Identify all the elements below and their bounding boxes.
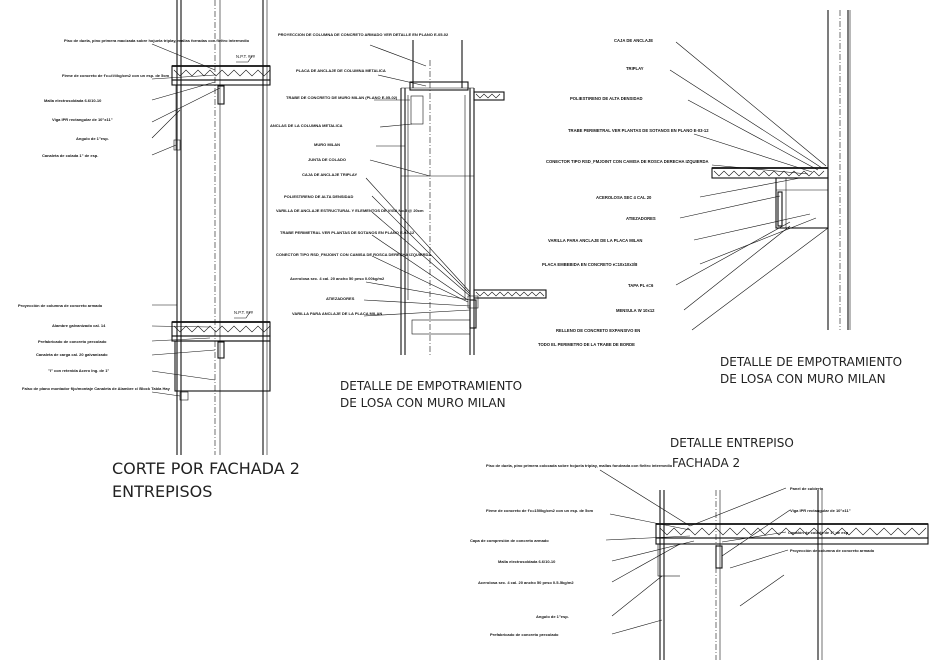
label-acerolosa-3: Acerolosa sec. 4 cal. 20 ancho 50 peso 0… — [478, 580, 574, 585]
detail4-leaders — [599, 469, 791, 635]
label-varilla-placa-2: VARILLA PARA ANCLAJE DE LA PLACA MILAN — [548, 238, 642, 243]
label-prefabricado: Prefabricado de concreto precolado — [38, 339, 107, 344]
label-varilla-anclaje: VARILLA DE ANCLAJE ESTRUCTURAL Y ELEMENT… — [276, 208, 424, 213]
label-caja-triplay: CAJA DE ANCLAJE TRIPLAY — [302, 172, 357, 177]
label-caja-anclaje: CAJA DE ANCLAJE — [614, 38, 653, 43]
detail4-labels: Piso de duela, pino primera colocada sob… — [470, 463, 875, 637]
label-relleno: RELLENO DE CONCRETO EXPANSIVO EN — [556, 328, 640, 333]
label-panel-cubierta: Panel de cubierta — [790, 486, 824, 491]
title-corte-fachada: CORTE POR FACHADA 2 — [112, 459, 300, 478]
label-anclas: ANCLAS DE LA COLUMNA METALICA — [270, 123, 343, 128]
label-malla: Malla electrosoldada 6.6/10-10 — [44, 98, 102, 103]
label-atiezadores: ATIEZADORES — [326, 296, 355, 301]
title-empotramiento-1: DETALLE DE EMPOTRAMIENTO — [340, 379, 522, 393]
label-perimetro: TODO EL PERIMETRO DE LA TRABE DE BORDE — [538, 342, 635, 347]
label-trabe-concreto: TRABE DE CONCRETO DE MURO MILAN (PLANO E… — [286, 95, 398, 100]
label-retenida: "I" con retenida Acero Ing. de 1" — [48, 368, 109, 373]
detail2-labels: PROYECCION DE COLUMNA DE CONCRETO ARMADO… — [270, 32, 449, 316]
title-losa-milan-2: DE LOSA CON MURO MILAN — [720, 372, 886, 386]
label-trabe-perimetral-2: TRABE PERIMETRAL VER PLANTAS DE SOTANOS … — [568, 128, 709, 133]
label-poliestireno: POLIESTIRENO DE ALTA DENSIDAD — [284, 194, 353, 199]
level-mark-bottom: N.P.T. ### — [234, 310, 254, 315]
top-slab: N.P.T. ### — [171, 54, 271, 151]
title-detalle-entrepiso: DETALLE ENTREPISO — [670, 436, 794, 450]
label-atiezadores-2: ATIEZADORES — [626, 216, 656, 221]
label-trabe-perimetral: TRABE PERIMETRAL VER PLANTAS DE SOTANOS … — [280, 230, 415, 235]
detail1-labels: Piso de duela, pino primera macizada sob… — [18, 38, 250, 391]
title-losa-milan-1: DE LOSA CON MURO MILAN — [340, 396, 506, 410]
detail3-labels: CAJA DE ANCLAJE TRIPLAY POLIESTIRENO DE … — [538, 38, 709, 347]
bottom-slab: N.P.T. ### — [171, 310, 271, 401]
label-malla-2: Malla electrosoldada 6.6/10-10 — [498, 559, 556, 564]
label-tapa: TAPA PL e=6 — [628, 283, 654, 288]
label-poliestireno-2: POLIESTIRENO DE ALTA DENSIDAD — [570, 96, 643, 101]
label-acerolosa-2: ACEROLOSA SEC 4 CAL 20 — [596, 195, 652, 200]
label-viga-ipr-2: Viga IPR rectangular de 10"x11" — [790, 508, 851, 513]
label-placa-anclaje: PLACA DE ANCLAJE DE COLUMNA METALICA — [296, 68, 386, 73]
label-angulo-2: Angulo de 1"esp. — [536, 614, 569, 619]
detail-entrepiso-fachada: Piso de duela, pino primera colocada sob… — [470, 436, 929, 660]
label-piso-duela: Piso de duela, pino primera macizada sob… — [64, 38, 250, 43]
detail-empotramiento-right: CAJA DE ANCLAJE TRIPLAY POLIESTIRENO DE … — [538, 10, 902, 386]
label-prefabricado-2: Prefabricado de concreto precolado — [490, 632, 559, 637]
label-firme-concreto: Firme de concreto de f'c=###kg/cm2 con u… — [62, 73, 170, 78]
label-conector-2: CONECTOR TIPO RSD_FMJOINT CON CAMISA DE … — [546, 159, 709, 164]
label-placa-embebida: PLACA EMBEBIDA EN CONCRETO e=10x10x3/8 — [542, 262, 638, 267]
title-empotramiento-2: DETALLE DE EMPOTRAMIENTO — [720, 355, 902, 369]
label-angulo: Angulo de 1"esp. — [76, 136, 109, 141]
title-entrepisos: ENTREPISOS — [112, 482, 212, 501]
label-junta-colado: JUNTA DE COLADO — [308, 157, 346, 162]
label-proyeccion-columna-2: PROYECCION DE COLUMNA DE CONCRETO ARMADO… — [278, 32, 449, 37]
label-triplay: TRIPLAY — [626, 66, 644, 71]
detail3-leaders — [669, 41, 829, 331]
label-canalon: Canalón de colada de 1" de esp — [788, 530, 849, 535]
label-muro-milan: MURO MILAN — [314, 142, 340, 147]
label-capa-compresion: Capa de compresión de concreto armado — [470, 538, 549, 543]
title-fachada-2: FACHADA 2 — [672, 456, 740, 470]
detail-corte-fachada: N.P.T. ### N.P.T. ### — [18, 0, 300, 501]
label-conector: CONECTOR TIPO RSD_FMJOINT CON CAMISA DE … — [276, 252, 431, 257]
detail1-leaders — [151, 43, 221, 397]
level-mark-top: N.P.T. ### — [236, 54, 256, 59]
label-mensula: MENSULA W 10x12 — [616, 308, 655, 313]
label-firme-concreto-2: Firme de concreto de f'c=150kg/cm2 con u… — [486, 508, 594, 513]
label-varilla-placa: VARILLA PARA ANCLAJE DE LA PLACA MILAN — [292, 311, 382, 316]
label-viga-ipr: Viga IPR rectangular de 10"x11" — [52, 117, 113, 122]
label-proyeccion-columna: Proyección de columna de concreto armado — [18, 303, 103, 308]
label-acerolosa: Acerolosa sec. 4 cal. 20 ancho 50 peso 0… — [290, 276, 385, 281]
label-alambre: Alambre galvanizado cal. 14 — [52, 323, 106, 328]
label-canaleta-carga: Canaleta de carga cal. 20 galvanizado — [36, 352, 108, 357]
label-proyeccion-columna-3: Proyección de columna de concreto armado — [790, 548, 875, 553]
detail-empotramiento-center: PROYECCION DE COLUMNA DE CONCRETO ARMADO… — [270, 32, 547, 410]
label-falso-plano: Falso de plano montador fijo/montaje Can… — [22, 386, 171, 391]
detail2-leaders — [363, 44, 471, 317]
label-canaleta-colada: Canaleta de colada 1" de esp. — [42, 153, 98, 158]
label-piso-duela-2: Piso de duela, pino primera colocada sob… — [486, 463, 673, 468]
